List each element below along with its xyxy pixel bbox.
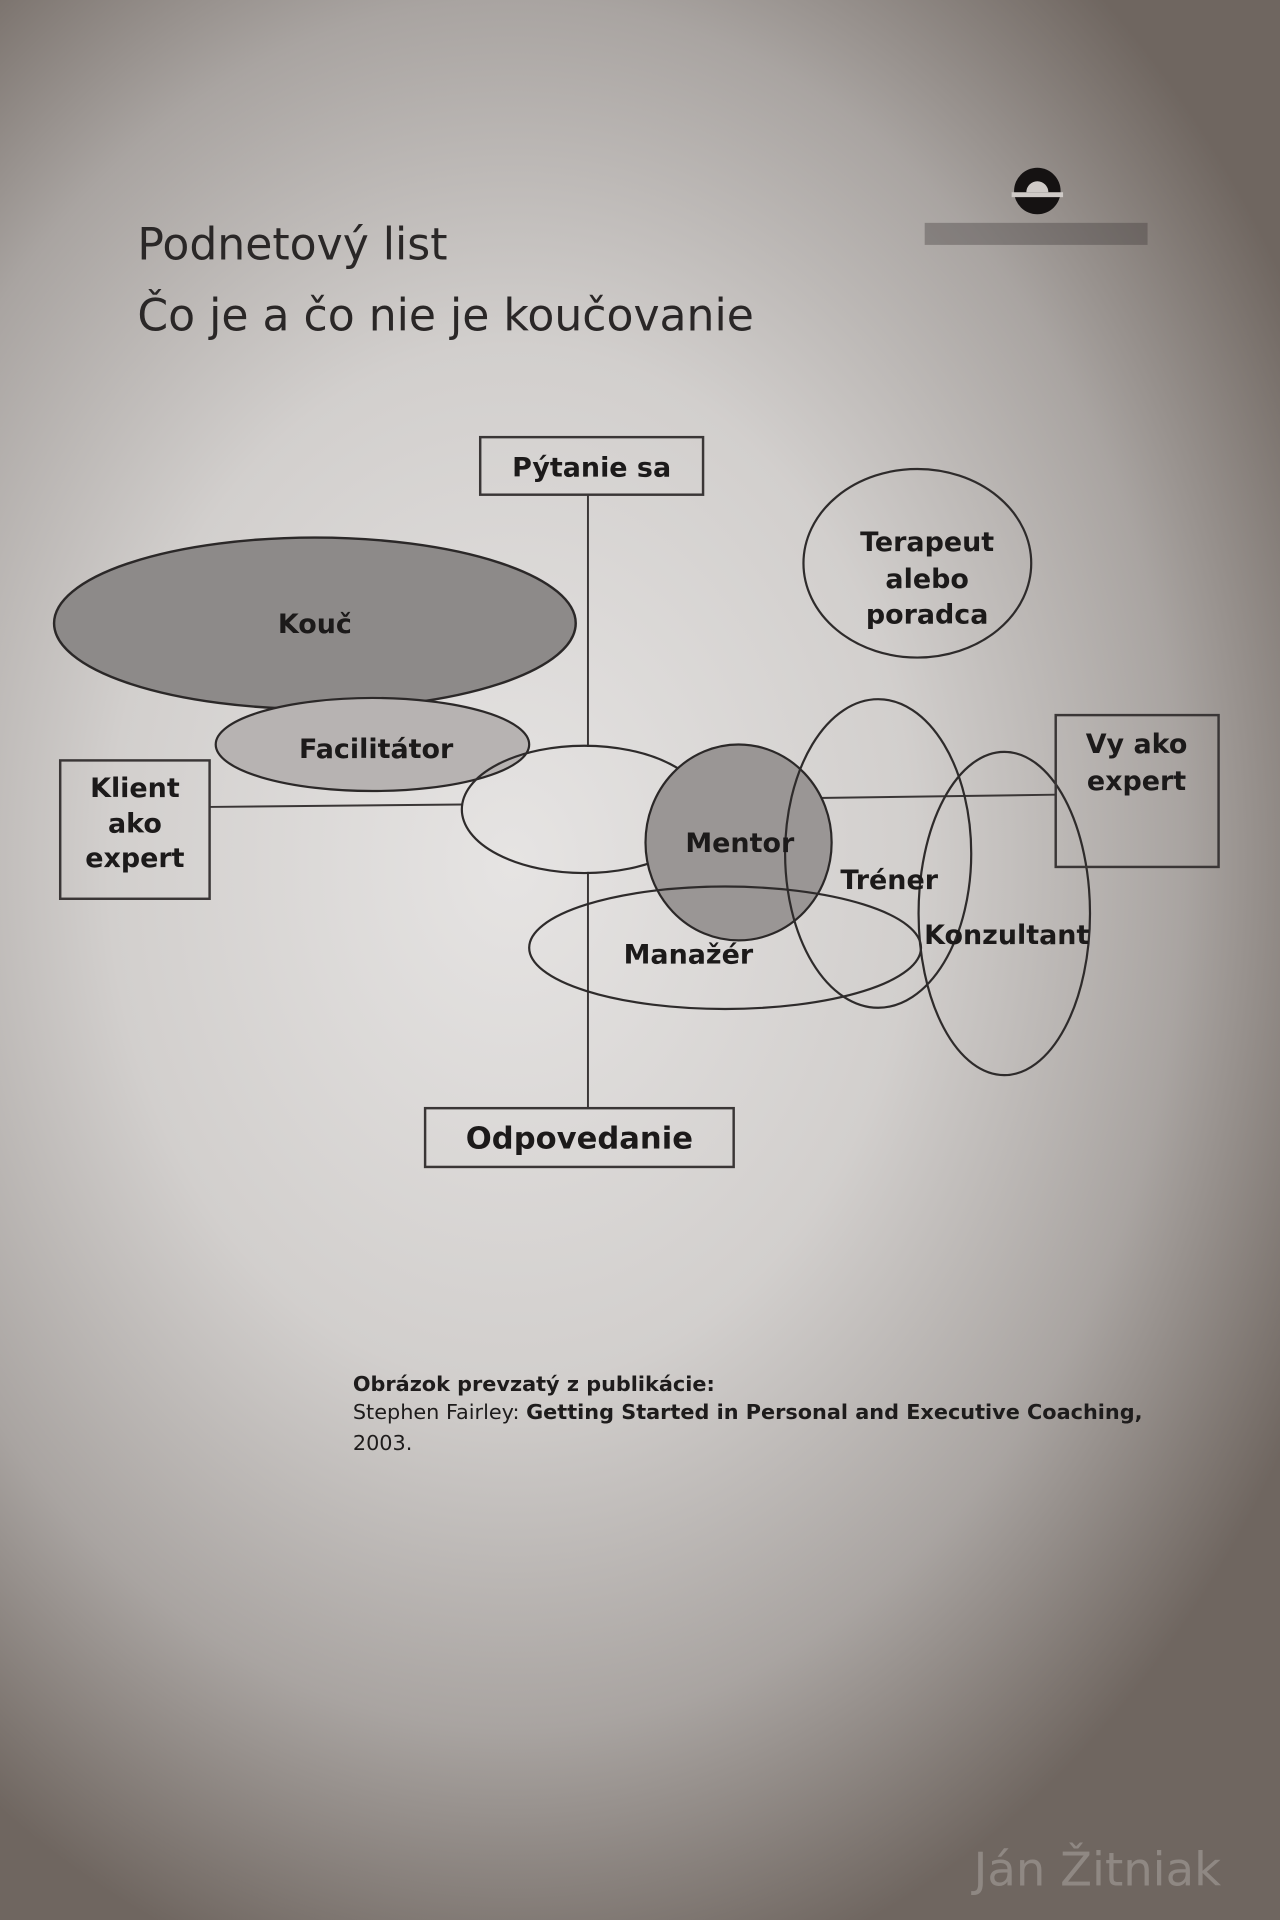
klient-ako-expert-box — [58, 759, 211, 900]
title-line-2: Čo je a čo nie je koučovanie — [137, 289, 754, 342]
poradca-label: poradca — [866, 599, 989, 630]
horizontal-axis-left — [209, 803, 464, 808]
facilitator-label: Facilitátor — [299, 734, 454, 765]
vy-ako-expert-box — [1054, 713, 1220, 869]
klient-label: Klient — [90, 773, 180, 804]
terapeut-ellipse — [802, 467, 1033, 659]
ako-label: ako — [108, 809, 162, 840]
caption-book-title: Getting Started in Personal and Executiv… — [526, 1400, 1142, 1424]
expert-label: expert — [85, 843, 184, 874]
caption-author: Stephen Fairley: — [353, 1400, 520, 1424]
odpovedanie-box — [423, 1106, 735, 1169]
pytanie-sa-label: Pýtanie sa — [512, 452, 671, 483]
title-line-1: Podnetový list — [137, 220, 447, 271]
caption-citation: Stephen Fairley: Getting Started in Pers… — [353, 1400, 1143, 1424]
trener-ellipse — [784, 698, 973, 1009]
manazer-label: Manažér — [624, 940, 754, 971]
kouc-label: Kouč — [278, 609, 352, 640]
expert-right-label: expert — [1087, 766, 1186, 797]
company-logo — [924, 167, 1148, 245]
odpovedanie-label: Odpovedanie — [466, 1122, 693, 1157]
konzultant-label: Konzultant — [924, 920, 1089, 951]
alebo-label: alebo — [885, 564, 968, 595]
caption-year: 2003. — [353, 1431, 413, 1455]
pytanie-sa-box — [478, 435, 705, 496]
vy-ako-label: Vy ako — [1086, 729, 1188, 760]
mentor-label: Mentor — [685, 828, 795, 859]
mentor-ellipse — [644, 743, 833, 942]
trener-label: Tréner — [840, 865, 938, 896]
caption-source-heading: Obrázok prevzatý z publikácie: — [353, 1372, 715, 1396]
facilitator-ellipse — [214, 696, 531, 793]
konzultant-ellipse — [917, 750, 1092, 1077]
photographer-watermark: Ján Žitniak — [971, 1843, 1221, 1897]
terapeut-label: Terapeut — [860, 527, 994, 558]
